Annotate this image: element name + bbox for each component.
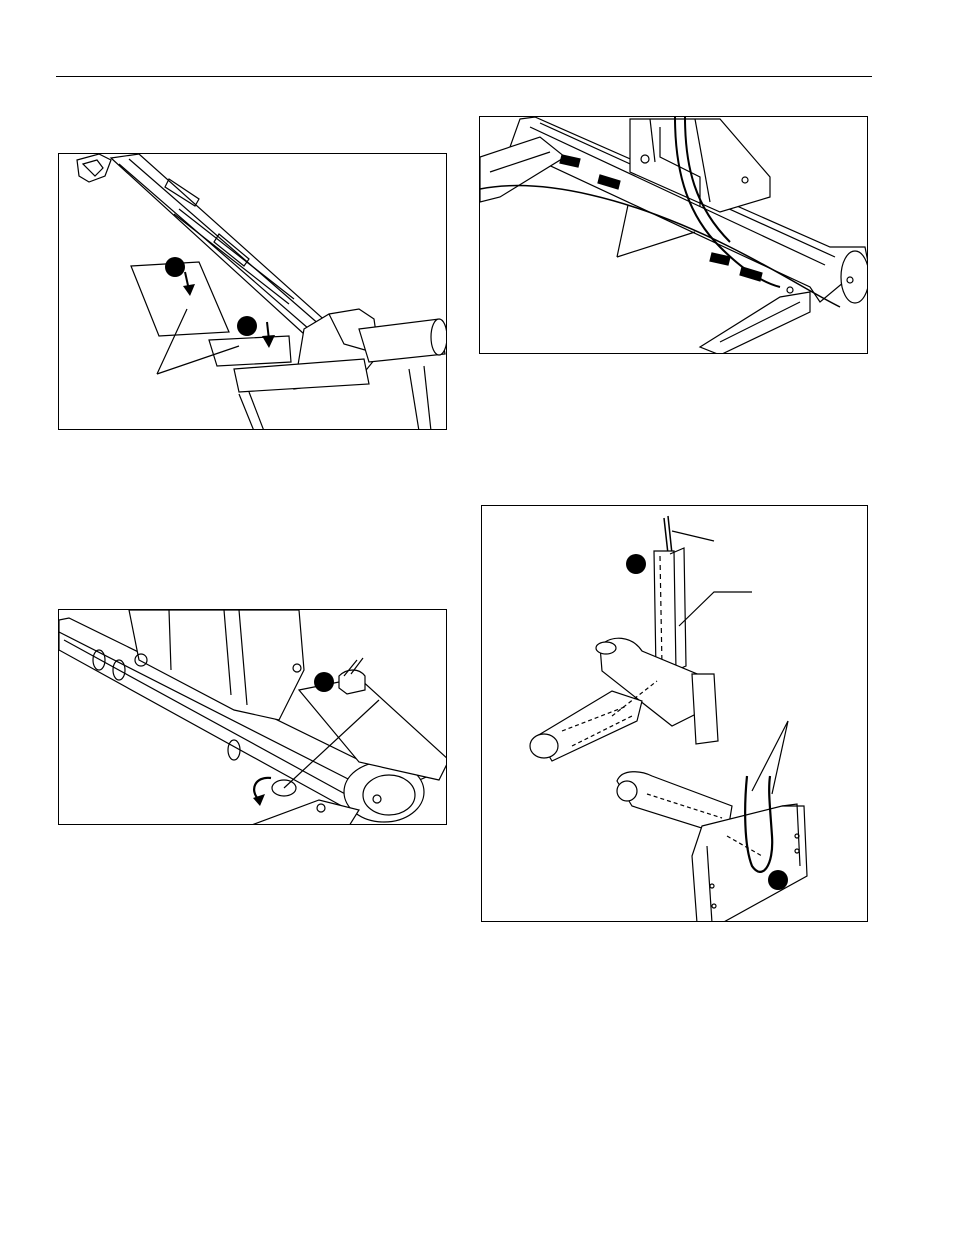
- callout-circle-2: [768, 870, 788, 890]
- cable-routing-illustration: [482, 506, 868, 922]
- cable-clips-illustration: [480, 117, 868, 354]
- figure-shelf-inserts: [58, 153, 447, 430]
- figure-crossbar-knob: [58, 609, 447, 825]
- figure-cable-clips: [479, 116, 868, 354]
- header-rule: [56, 76, 872, 77]
- shelf-inserts-illustration: [59, 154, 447, 430]
- callout-circle-1: [314, 672, 334, 692]
- callout-circle-1: [165, 257, 185, 277]
- callout-circle-1: [626, 554, 646, 574]
- callout-circle-2: [237, 316, 257, 336]
- figure-cable-routing: [481, 505, 868, 922]
- crossbar-knob-illustration: [59, 610, 447, 825]
